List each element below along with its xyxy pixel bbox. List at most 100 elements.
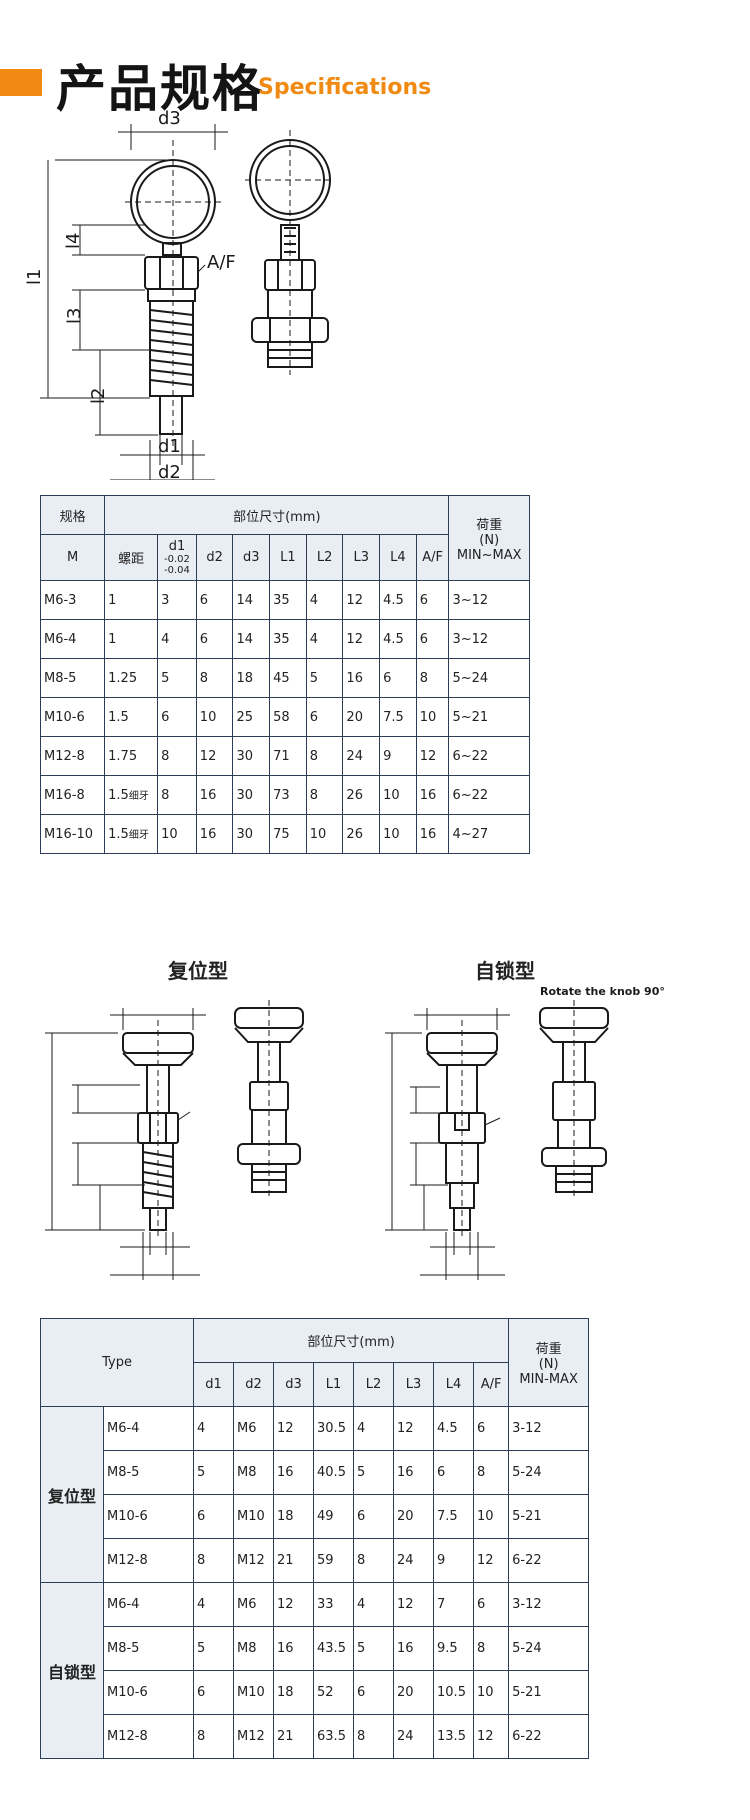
lock-type-title: 自锁型 — [475, 959, 535, 983]
table-cell-l4: 7 — [433, 1582, 475, 1627]
table-cell-type: M8-5 — [102, 1450, 195, 1495]
table-cell-d1: 4 — [193, 1406, 235, 1451]
table-cell-l2: 4 — [305, 619, 344, 659]
header-load-unit: (N) — [479, 532, 500, 548]
header-load-unit: (N) — [538, 1357, 559, 1372]
header-col: L3 — [393, 1362, 435, 1407]
header-col: L3 — [342, 534, 381, 581]
header-type: Type — [39, 1318, 195, 1407]
table-cell-af: 8 — [473, 1450, 510, 1495]
table-cell-d1: 6 — [193, 1494, 235, 1539]
table-cell-l3: 20 — [393, 1670, 435, 1715]
table-cell-l2: 6 — [353, 1494, 395, 1539]
header-load: 荷重 (N) MIN-MAX — [508, 1318, 590, 1407]
table-cell-d2: M12 — [233, 1538, 275, 1583]
dim-l3: l3 — [64, 308, 85, 324]
table-cell-d1: 5 — [193, 1626, 235, 1671]
reset-type-title: 复位型 — [168, 959, 228, 983]
table-cell-m: M6-4 — [39, 619, 106, 659]
table-cell-af: 6 — [473, 1582, 510, 1627]
table-cell-af: 6 — [415, 619, 450, 659]
table-cell-l3: 20 — [342, 697, 381, 737]
table-cell-l1: 71 — [269, 736, 307, 776]
table-cell-d2: 12 — [195, 736, 234, 776]
table-cell-af: 6 — [415, 580, 450, 620]
page-title: 产品规格 — [56, 60, 264, 118]
dim-l4: l4 — [63, 233, 84, 249]
table-cell-d1: 3 — [157, 580, 197, 620]
table-cell-type: M10-6 — [102, 1494, 195, 1539]
table-cell-d2: 16 — [195, 814, 234, 854]
table-cell-l4: 9.5 — [433, 1626, 475, 1671]
header-pitch: 螺距 — [104, 534, 159, 581]
table-cell-l3: 12 — [342, 619, 381, 659]
accent-bar — [0, 69, 42, 96]
table-cell-l1: 45 — [269, 658, 307, 698]
table-cell-load: 5-21 — [508, 1670, 590, 1715]
pitch-value: 1.5 — [108, 788, 129, 803]
header-d1-tol-hi: -0.02 — [164, 554, 190, 565]
table-cell-load: 6~22 — [448, 736, 530, 776]
table-cell-load: 3-12 — [508, 1406, 590, 1451]
table-cell-l2: 8 — [353, 1714, 395, 1759]
header-load-range: MIN~MAX — [456, 547, 522, 563]
table-cell-af: 12 — [415, 736, 450, 776]
table-cell-l4: 9 — [433, 1538, 475, 1583]
table-cell-l4: 9 — [379, 736, 417, 776]
table-cell-l3: 16 — [342, 658, 381, 698]
table-cell-l4: 7.5 — [379, 697, 417, 737]
table-cell-d1: 8 — [193, 1538, 235, 1583]
table-cell-l4: 10.5 — [433, 1670, 475, 1715]
table-cell-l4: 4.5 — [433, 1406, 475, 1451]
table-cell-d1: 4 — [157, 619, 197, 659]
spec-table-2: Type 部位尺寸(mm) 荷重 (N) MIN-MAX d1 d2 d3 L1… — [39, 1318, 590, 1759]
table-cell-d3: 18 — [273, 1670, 315, 1715]
table-cell-l2: 4 — [353, 1582, 395, 1627]
header-col: d2 — [195, 534, 234, 581]
table-cell-m: M10-6 — [39, 697, 106, 737]
table-cell-d1: 5 — [157, 658, 197, 698]
header-col: L1 — [313, 1362, 355, 1407]
table-cell-l1: 73 — [269, 775, 307, 815]
table-cell-l1: 52 — [313, 1670, 355, 1715]
table-cell-d1: 10 — [157, 814, 197, 854]
table-cell-d2: 8 — [195, 658, 234, 698]
header-load-title: 荷重 — [535, 1342, 562, 1357]
table-cell-d1: 6 — [193, 1670, 235, 1715]
table-cell-l2: 5 — [353, 1626, 395, 1671]
table-cell-l3: 12 — [393, 1582, 435, 1627]
table-cell-load: 3~12 — [448, 580, 530, 620]
table-cell-d3: 21 — [273, 1538, 315, 1583]
pitch-note: 细牙 — [128, 791, 149, 802]
header-col: d1 — [193, 1362, 235, 1407]
table-cell-l3: 26 — [342, 814, 381, 854]
table-cell-l3: 24 — [393, 1714, 435, 1759]
table-cell-d1: 8 — [157, 775, 197, 815]
table-cell-type: M6-4 — [102, 1406, 195, 1451]
table-cell-l1: 63.5 — [313, 1714, 355, 1759]
table-cell-l1: 43.5 — [313, 1626, 355, 1671]
table-cell-l4: 4.5 — [379, 619, 417, 659]
table-cell-l3: 24 — [342, 736, 381, 776]
table-cell-l2: 5 — [353, 1450, 395, 1495]
table-cell-d2: M8 — [233, 1450, 275, 1495]
table-cell-d3: 30 — [232, 814, 271, 854]
table-cell-l1: 59 — [313, 1538, 355, 1583]
table-cell-pitch: 1.5细牙 — [104, 814, 159, 854]
table-cell-d1: 4 — [193, 1582, 235, 1627]
table-cell-m: M12-8 — [39, 736, 106, 776]
header-m: M — [39, 534, 106, 581]
pitch-value: 1 — [108, 631, 117, 647]
table-cell-m: M6-3 — [39, 580, 106, 620]
ring-plunger-drawing: d3 l1 l4 l3 l2 d1 d2 A/F — [24, 110, 335, 480]
table-cell-pitch: 1.5 — [104, 697, 159, 737]
table-cell-l1: 30.5 — [313, 1406, 355, 1451]
table-cell-l2: 6 — [353, 1670, 395, 1715]
table-cell-l4: 10 — [379, 814, 417, 854]
group-label: 复位型 — [40, 1406, 104, 1583]
